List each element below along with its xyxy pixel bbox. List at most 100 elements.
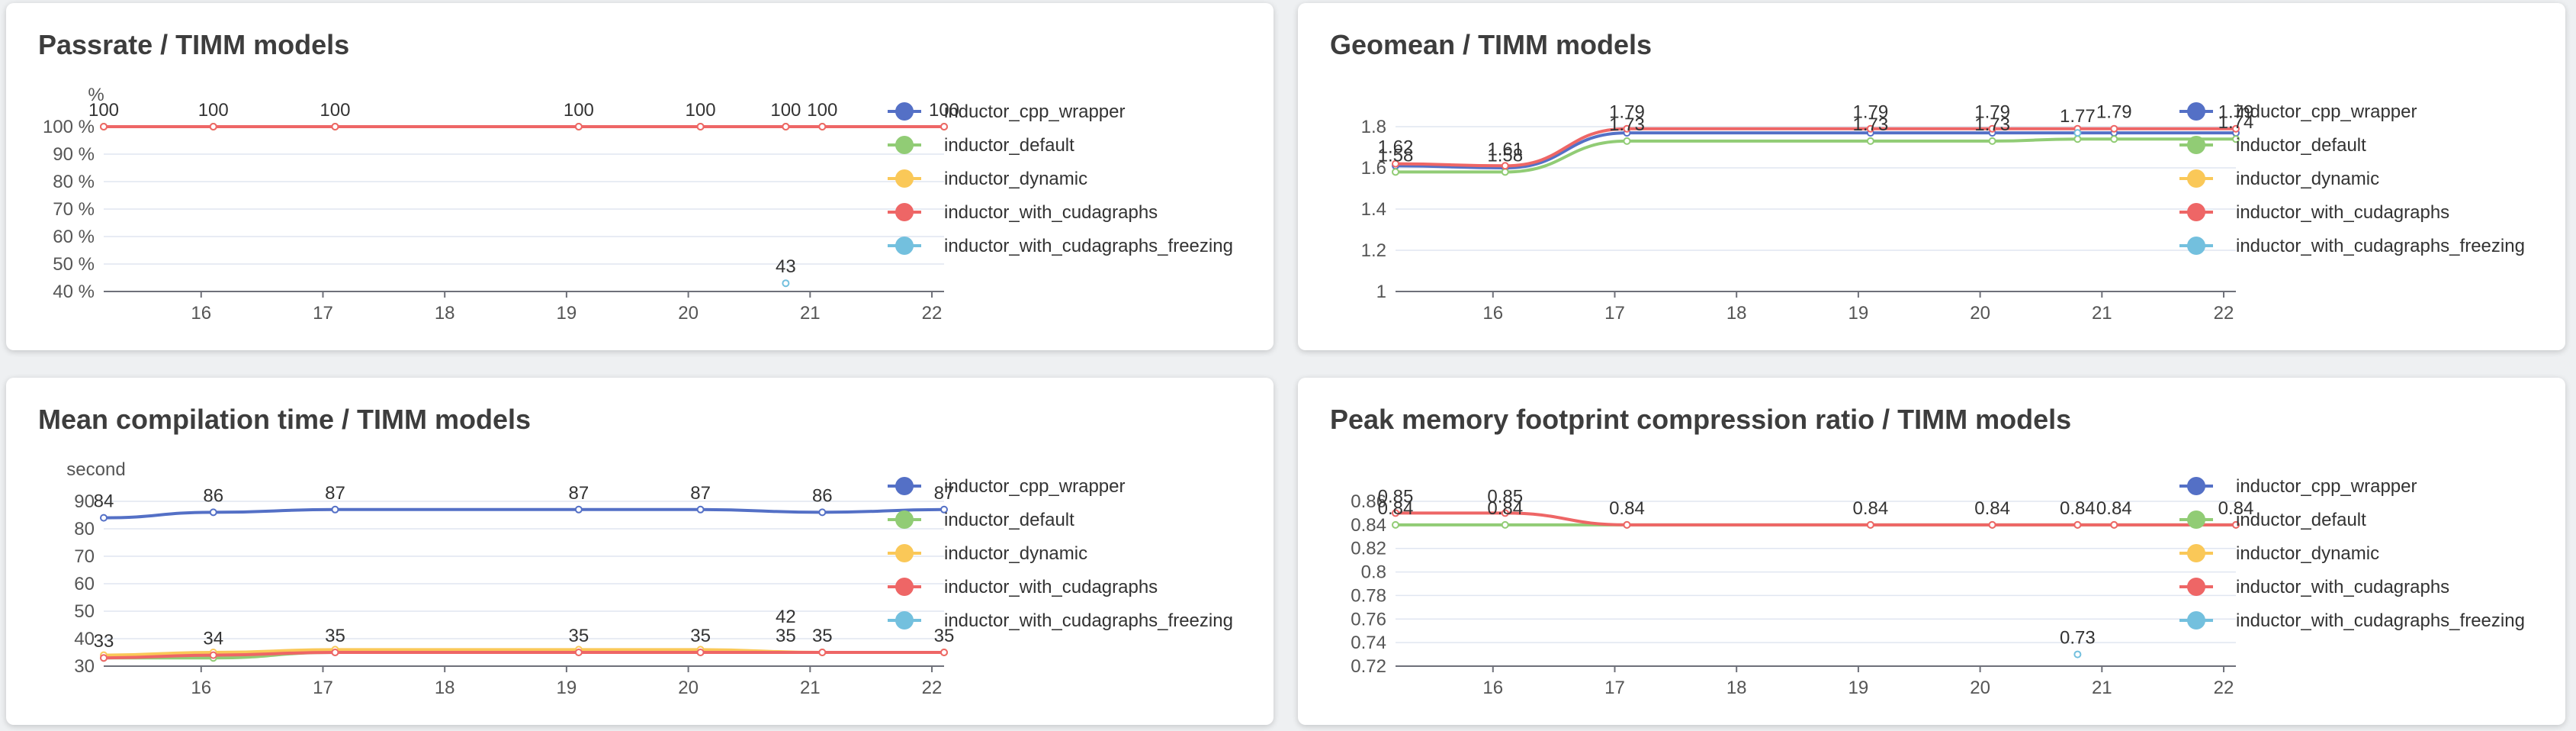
data-label: 34: [203, 629, 223, 649]
x-tick-label: 17: [1604, 678, 1625, 698]
data-label: 1.77: [2060, 106, 2096, 127]
legend-marker: [2187, 102, 2205, 121]
data-label: 35: [690, 626, 711, 646]
data-point: [1392, 159, 1399, 168]
x-tick-label: 19: [557, 303, 577, 324]
data-label: 1.73: [1609, 114, 1645, 135]
data-label: 1.74: [2218, 112, 2254, 133]
chart-title: Passrate / TIMM models: [38, 29, 350, 60]
data-point: [2073, 129, 2082, 137]
data-point: [696, 123, 705, 130]
x-tick-label: 18: [435, 303, 455, 324]
y-tick-label: 0.8: [1361, 562, 1386, 583]
data-label: 84: [94, 491, 114, 512]
data-point: [209, 123, 217, 130]
data-point: [1392, 509, 1399, 517]
legend-marker: [895, 203, 914, 221]
legend-marker: [895, 544, 914, 562]
legend-label: inductor_with_cudagraphs: [944, 202, 1158, 223]
data-point: [2073, 520, 2082, 529]
data-point: [940, 505, 948, 514]
y-tick-label: 0.76: [1351, 609, 1386, 630]
data-label: 1.58: [1487, 145, 1523, 166]
data-label: 35: [812, 626, 833, 646]
data-point: [100, 654, 108, 662]
legend-label: inductor_with_cudagraphs: [944, 577, 1158, 597]
data-point: [1866, 137, 1874, 145]
legend-label: inductor_dynamic: [944, 169, 1087, 189]
chart-title: Geomean / TIMM models: [1330, 29, 1653, 60]
data-point: [1392, 520, 1399, 529]
legend-label: inductor_cpp_wrapper: [2236, 101, 2417, 122]
x-tick-label: 18: [435, 678, 455, 698]
data-label: 0.84: [2096, 498, 2132, 519]
legend-marker: [895, 237, 914, 255]
data-label: 87: [690, 483, 711, 504]
y-tick-label: 0.86: [1351, 491, 1386, 512]
data-point: [331, 123, 339, 130]
x-tick-label: 16: [1482, 303, 1503, 324]
data-point: [2232, 124, 2240, 133]
data-label: 87: [569, 483, 589, 504]
data-point: [1988, 137, 1996, 145]
legend-marker: [895, 136, 914, 154]
legend-marker: [2187, 203, 2205, 221]
legend-marker: [895, 510, 914, 529]
y-tick-label: 0.72: [1351, 656, 1386, 677]
y-tick-label: 1: [1376, 282, 1386, 302]
x-tick-label: 19: [1848, 303, 1869, 324]
y-tick-label: 90: [74, 491, 95, 512]
data-label: 100: [807, 100, 837, 121]
data-label: 35: [776, 626, 796, 646]
data-point: [2073, 650, 2082, 659]
legend-marker: [895, 169, 914, 188]
data-label: 0.84: [1609, 498, 1645, 519]
x-tick-label: 22: [922, 678, 943, 698]
y-axis-label: second: [66, 459, 125, 480]
chart-panel-passrate: Passrate / TIMM models 40 %50 %60 %70 %8…: [6, 3, 1274, 350]
legend-marker: [895, 102, 914, 121]
data-label: 0.84: [2060, 498, 2096, 519]
data-point: [782, 123, 790, 130]
data-point: [574, 505, 583, 514]
data-point: [2110, 135, 2118, 143]
x-tick-label: 20: [678, 303, 699, 324]
legend-label: inductor_with_cudagraphs_freezing: [944, 236, 1233, 256]
data-label: 35: [934, 626, 955, 646]
data-point: [818, 123, 827, 130]
data-label: 1.62: [1378, 137, 1414, 158]
legend-marker: [2187, 510, 2205, 529]
data-label: 100: [770, 100, 801, 121]
data-point: [100, 123, 108, 130]
legend-marker: [895, 578, 914, 596]
chart-title: Peak memory footprint compression ratio …: [1330, 404, 2072, 435]
data-point: [1392, 168, 1399, 176]
x-tick-label: 22: [922, 303, 943, 324]
legend-marker: [2187, 169, 2205, 188]
data-label: 86: [203, 485, 223, 506]
data-label: 0.84: [2218, 498, 2254, 519]
legend-label: inductor_cpp_wrapper: [944, 476, 1125, 497]
y-tick-label: 70: [74, 546, 95, 567]
data-label: 86: [812, 485, 833, 506]
data-label: 1.79: [1853, 102, 1889, 123]
data-point: [331, 505, 339, 514]
data-point: [1988, 124, 1996, 133]
data-label: 0.84: [1853, 498, 1889, 519]
y-tick-label: 1.4: [1361, 199, 1386, 220]
data-point: [1623, 520, 1631, 529]
y-tick-label: 80 %: [53, 172, 95, 192]
data-label: 33: [94, 631, 114, 652]
legend-label: inductor_cpp_wrapper: [2236, 476, 2417, 497]
data-label: 87: [934, 483, 955, 504]
data-label: 1.79: [2096, 102, 2132, 123]
x-tick-label: 20: [1970, 678, 1990, 698]
y-tick-label: 30: [74, 656, 95, 677]
series-line-inductor_with_cudagraphs: [1396, 511, 2236, 527]
y-axis-label: %: [88, 85, 104, 105]
data-point: [1501, 509, 1509, 517]
data-label: 1.73: [1974, 114, 2010, 135]
legend-label: inductor_with_cudagraphs_freezing: [944, 610, 1233, 631]
data-label: 100: [564, 100, 594, 121]
